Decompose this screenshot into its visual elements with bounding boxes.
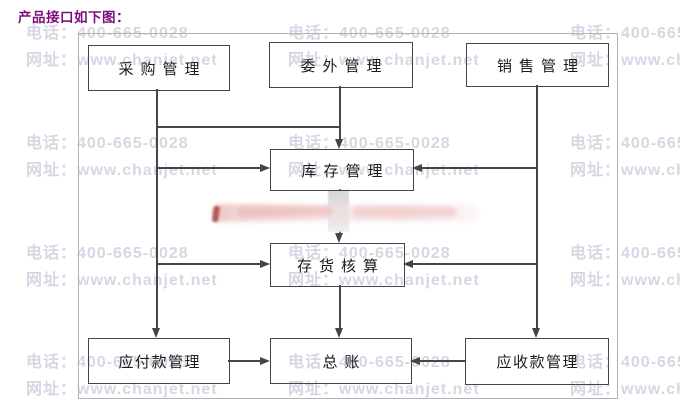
edge-sales-accounting-line <box>412 263 538 265</box>
edge-inventory-accounting-arrow <box>335 233 343 243</box>
edge-accounting-ledger-line <box>339 285 341 329</box>
edge-purchase-trunk-line <box>156 89 158 329</box>
watermark-cell: 电话：400-665-0028 网址：www.chanjet.net <box>288 240 480 294</box>
watermark-url: 网址：www.chanjet.net <box>288 381 480 398</box>
watermark-url: 网址：www.chanjet.net <box>288 52 480 69</box>
node-label: 应收款管理 <box>496 355 579 371</box>
node-label: 应付款管理 <box>118 354 201 371</box>
watermark-cell: 电话：400-665-0028 网址：www.chanjet.net <box>570 349 680 403</box>
edge-receivables-ledger-line <box>419 360 465 362</box>
watermark-phone: 电话：400-665-0028 <box>570 354 680 371</box>
watermark-url: 网址：www.chanjet.net <box>26 52 218 69</box>
edge-outsourcing-inventory-line <box>339 86 341 140</box>
edge-purchase-inventory-arrow <box>260 163 270 172</box>
watermark-phone: 电话：400-665-0028 <box>570 25 680 42</box>
watermark-phone: 电话：400-665-0028 <box>26 354 189 371</box>
watermark-url: 网址：www.chanjet.net <box>570 52 680 69</box>
edge-purchase-accounting-arrow <box>260 259 270 268</box>
node-payables: 应付款管理 <box>88 338 230 384</box>
edge-receivables-ledger-arrow <box>410 356 420 365</box>
edge-purchase-payables-arrow <box>152 328 160 338</box>
node-inventory-accounting: 存货核算 <box>270 243 405 287</box>
diagram-frame <box>78 33 618 399</box>
edge-outsourcing-inventory-arrow <box>335 139 343 149</box>
watermark-url: 网址：www.chanjet.net <box>26 381 218 398</box>
watermark-phone: 电话：400-665-0028 <box>570 245 680 262</box>
page-title: 产品接口如下图： <box>18 10 130 25</box>
edge-sales-trunk-line <box>536 85 538 329</box>
edge-sales-inventory-line <box>421 167 538 169</box>
watermark-phone: 电话：400-665-0028 <box>288 245 451 262</box>
watermark-url: 网址：www.chanjet.net <box>288 272 480 289</box>
node-label: 采购管理 <box>118 61 207 78</box>
watermark-cell: 电话：400-665-0028 网址：www.chanjet.net <box>26 349 218 403</box>
watermark-phone: 电话：400-665-0028 <box>288 135 451 152</box>
edge-sales-accounting-arrow <box>403 259 413 268</box>
edge-payables-ledger-arrow <box>260 356 270 365</box>
watermark-url: 网址：www.chanjet.net <box>570 381 680 398</box>
watermark-phone: 电话：400-665-0028 <box>570 135 680 152</box>
node-label: 总账 <box>322 354 367 371</box>
watermark-url: 网址：www.chanjet.net <box>570 162 680 179</box>
node-outsourcing: 委外管理 <box>269 42 413 88</box>
watermark-url: 网址：www.chanjet.net <box>570 272 680 289</box>
watermark-phone: 电话：400-665-0028 <box>26 245 189 262</box>
edge-sales-inventory-arrow <box>412 163 422 172</box>
edge-purchase-accounting-line <box>157 263 261 265</box>
watermark-cell: 电话：400-665-0028 网址：www.chanjet.net <box>570 240 680 294</box>
edge-purchase-outsourcing-join-line <box>157 126 341 128</box>
node-sales: 销售管理 <box>466 43 609 87</box>
node-receivables: 应收款管理 <box>465 338 609 385</box>
edge-purchase-inventory-line <box>157 167 261 169</box>
watermark-cell: 电话：400-665-0028 网址：www.chanjet.net <box>26 240 218 294</box>
watermark-url: 网址：www.chanjet.net <box>288 162 480 179</box>
watermark-phone: 电话：400-665-0028 <box>26 135 189 152</box>
node-purchase: 采购管理 <box>88 45 230 91</box>
redaction-blob <box>237 206 332 217</box>
watermark-url: 网址：www.chanjet.net <box>26 162 218 179</box>
node-label: 销售管理 <box>496 58 585 75</box>
node-general-ledger: 总账 <box>270 338 412 384</box>
node-label: 库存管理 <box>301 163 390 180</box>
edge-sales-receivables-arrow <box>532 328 540 338</box>
edge-payables-ledger-line <box>228 360 261 362</box>
watermark-url: 网址：www.chanjet.net <box>26 272 218 289</box>
watermark-phone: 电话：400-665-0028 <box>288 354 451 371</box>
watermark-cell: 电话：400-665-0028 网址：www.chanjet.net <box>570 20 680 74</box>
node-label: 存货核算 <box>296 258 385 275</box>
watermark-cell: 电话：400-665-0028 网址：www.chanjet.net <box>570 130 680 184</box>
node-label: 委外管理 <box>300 58 389 75</box>
node-inventory: 库存管理 <box>270 149 414 191</box>
edge-accounting-ledger-arrow <box>335 328 343 338</box>
watermark-cell: 电话：400-665-0028 网址：www.chanjet.net <box>288 130 480 184</box>
watermark-cell: 电话：400-665-0028 网址：www.chanjet.net <box>288 349 480 403</box>
watermark-cell: 电话：400-665-0028 网址：www.chanjet.net <box>26 130 218 184</box>
redaction-blob <box>352 207 457 217</box>
